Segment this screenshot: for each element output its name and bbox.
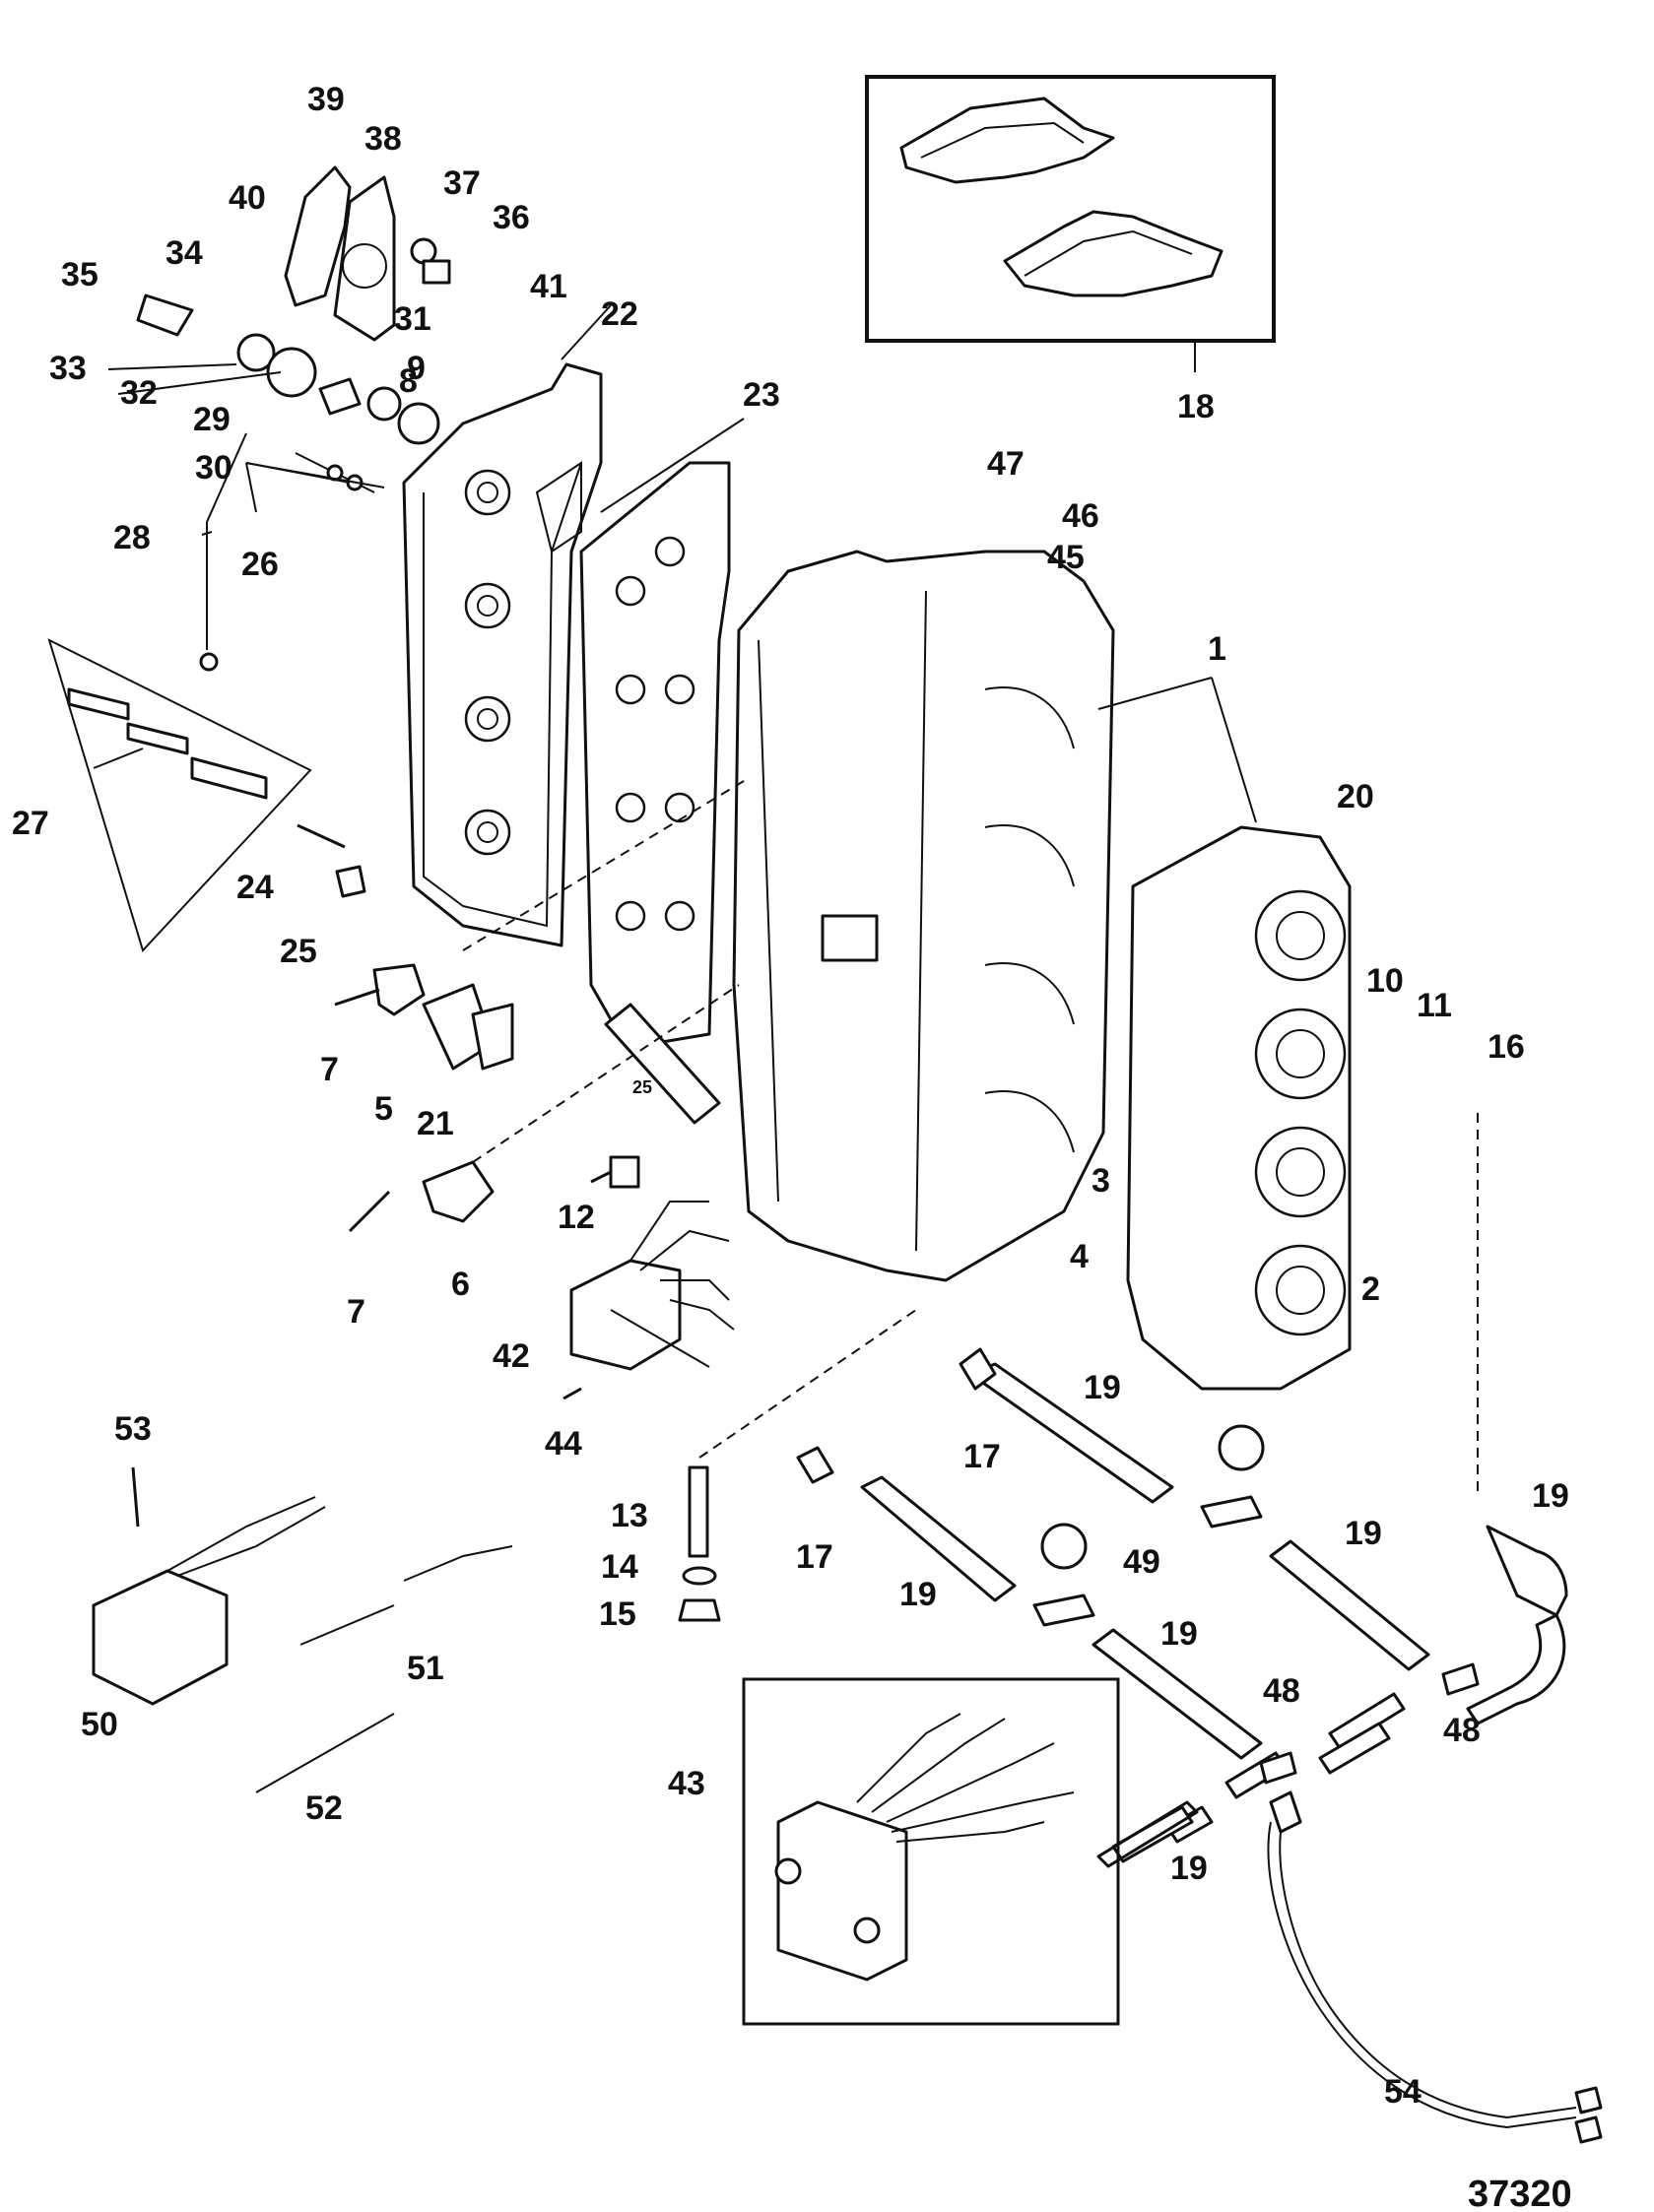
alignment-dashes xyxy=(462,777,1479,1497)
tube-label: 25 xyxy=(632,1077,652,1097)
label-16: 16 xyxy=(1488,1028,1525,1066)
cylinder-head xyxy=(1126,825,1352,1391)
reference-number: 37320 xyxy=(1468,2174,1572,2212)
gasket xyxy=(579,461,731,1046)
label-43: 43 xyxy=(668,1765,705,1802)
label-13: 13 xyxy=(611,1497,648,1534)
rectifier-module-42 xyxy=(562,1201,735,1622)
module-50-group xyxy=(92,1466,513,1793)
label-7b: 7 xyxy=(347,1293,365,1331)
label-38: 38 xyxy=(364,120,402,158)
label-44: 44 xyxy=(545,1425,582,1463)
cylinder-block xyxy=(732,550,1115,1282)
leader-lines xyxy=(93,304,1257,1368)
label-20: 20 xyxy=(1337,778,1374,815)
harness-54 xyxy=(1267,1790,1603,2144)
label-39: 39 xyxy=(307,81,345,118)
label-10: 10 xyxy=(1366,962,1404,1000)
label-19e: 19 xyxy=(1532,1477,1569,1515)
label-19c: 19 xyxy=(899,1576,937,1613)
label-33: 33 xyxy=(49,350,87,387)
label-41: 41 xyxy=(530,268,567,305)
label-19a: 19 xyxy=(1084,1369,1121,1406)
label-19d: 19 xyxy=(1160,1615,1198,1653)
label-35: 35 xyxy=(61,256,99,293)
label-48b: 48 xyxy=(1443,1712,1481,1749)
label-14: 14 xyxy=(601,1548,638,1586)
label-42: 42 xyxy=(493,1337,530,1375)
label-28: 28 xyxy=(113,519,151,556)
label-50: 50 xyxy=(81,1706,118,1743)
label-40: 40 xyxy=(229,179,266,217)
label-9: 9 xyxy=(407,350,426,387)
mid-components: 25 xyxy=(297,823,721,1233)
label-24: 24 xyxy=(236,869,274,906)
label-6: 6 xyxy=(451,1266,470,1303)
label-19f: 19 xyxy=(1170,1850,1208,1887)
label-3: 3 xyxy=(1092,1162,1110,1200)
label-49: 49 xyxy=(1123,1543,1160,1581)
label-54: 54 xyxy=(1384,2073,1422,2111)
label-17a: 17 xyxy=(963,1438,1001,1475)
label-5: 5 xyxy=(374,1090,393,1128)
label-37: 37 xyxy=(443,164,481,202)
label-53: 53 xyxy=(114,1410,152,1448)
label-11: 11 xyxy=(1417,987,1452,1024)
label-4: 4 xyxy=(1070,1238,1089,1275)
label-51: 51 xyxy=(407,1650,444,1687)
label-46: 46 xyxy=(1062,497,1099,535)
label-18: 18 xyxy=(1177,388,1215,425)
label-34: 34 xyxy=(165,234,203,272)
label-1: 1 xyxy=(1208,630,1226,668)
callouts: 1 2 3 4 5 6 7 7 8 9 10 11 12 13 14 15 16… xyxy=(12,81,1569,2111)
back-plate xyxy=(402,362,603,947)
label-27: 27 xyxy=(12,805,49,842)
inset-box-shields xyxy=(865,75,1276,372)
label-31: 31 xyxy=(394,300,431,338)
label-19b: 19 xyxy=(1345,1515,1382,1552)
triangle-inset xyxy=(47,638,312,952)
label-21: 21 xyxy=(417,1105,454,1142)
label-29: 29 xyxy=(193,401,231,438)
label-17b: 17 xyxy=(796,1538,833,1576)
thermostat-assembly xyxy=(136,165,451,672)
label-8: 8 xyxy=(399,362,418,400)
label-48a: 48 xyxy=(1263,1672,1300,1710)
label-7a: 7 xyxy=(320,1051,339,1088)
inset-box-module-43 xyxy=(742,1677,1120,2026)
label-25: 25 xyxy=(280,933,317,970)
label-12: 12 xyxy=(558,1199,595,1236)
hoses-and-fittings xyxy=(796,1347,1568,1868)
label-26: 26 xyxy=(241,546,279,583)
label-45: 45 xyxy=(1047,539,1085,576)
label-52: 52 xyxy=(305,1789,343,1827)
label-2: 2 xyxy=(1361,1270,1380,1308)
label-23: 23 xyxy=(743,376,780,414)
label-32: 32 xyxy=(120,374,158,412)
label-36: 36 xyxy=(493,199,530,236)
label-47: 47 xyxy=(987,445,1025,483)
label-30: 30 xyxy=(195,449,232,487)
label-22: 22 xyxy=(601,295,638,333)
label-15: 15 xyxy=(599,1595,636,1633)
